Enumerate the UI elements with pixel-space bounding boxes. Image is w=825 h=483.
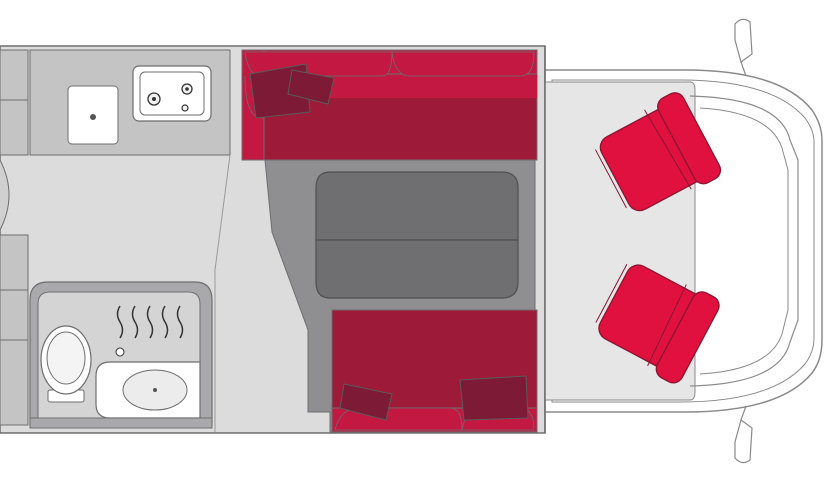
upper-bench	[241, 49, 538, 161]
table-top-front	[315, 239, 519, 299]
shower-drain-icon	[115, 305, 184, 357]
cushion-lower-left	[339, 383, 393, 421]
table	[315, 171, 519, 299]
sink-icon	[67, 85, 119, 145]
cushion-upper-left	[249, 63, 335, 119]
cabinet-upper	[0, 49, 29, 156]
aisle-edge	[214, 154, 231, 432]
lower-bench	[331, 309, 538, 433]
cushion-lower-right	[459, 375, 529, 421]
steering-area-icon	[689, 95, 799, 387]
passenger-seat	[595, 264, 720, 384]
driver-seat	[594, 92, 722, 212]
hob-icon	[132, 65, 212, 122]
bathroom	[29, 281, 213, 429]
table-top-rear	[315, 171, 519, 241]
toilet-icon	[40, 325, 92, 403]
cab	[544, 18, 823, 464]
washbasin-icon	[95, 361, 201, 419]
wing-mirror-icon	[734, 18, 753, 464]
door-swing	[0, 159, 10, 231]
cabinet-lower	[0, 234, 29, 426]
kitchen	[29, 49, 231, 156]
left-wall-cabinets	[0, 49, 29, 426]
